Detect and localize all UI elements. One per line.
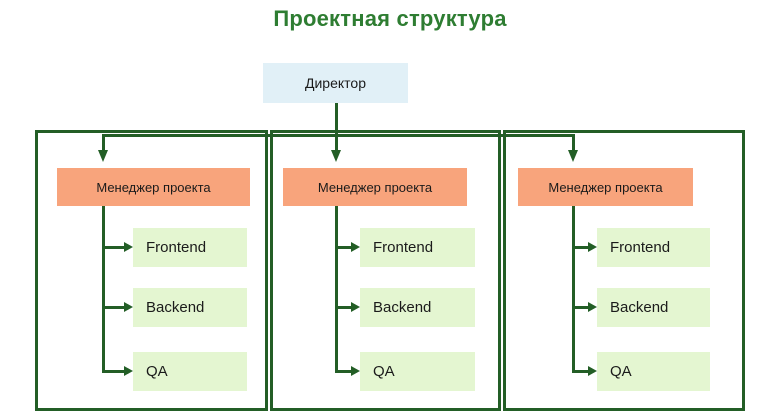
team-box-qa: QA bbox=[597, 352, 710, 391]
manager-label: Менеджер проекта bbox=[317, 179, 433, 195]
project-group-frame-2 bbox=[270, 130, 501, 411]
team-box-frontend: Frontend bbox=[133, 228, 247, 267]
team-box-frontend: Frontend bbox=[360, 228, 475, 267]
connector-line bbox=[334, 246, 352, 249]
manager-label: Менеджер проекта bbox=[96, 179, 211, 195]
director-box: Директор bbox=[263, 63, 408, 103]
arrow-right-icon bbox=[124, 366, 133, 376]
team-box-qa: QA bbox=[360, 352, 475, 391]
manager-box: Менеджер проекта bbox=[57, 168, 250, 206]
arrow-down-icon bbox=[97, 150, 108, 162]
connector-line bbox=[101, 134, 105, 151]
team-box-backend: Backend bbox=[133, 288, 247, 327]
arrow-right-icon bbox=[588, 242, 597, 252]
manager-label: Менеджер проекта bbox=[548, 179, 663, 195]
connector-line bbox=[101, 134, 575, 137]
manager-box: Менеджер проекта bbox=[283, 168, 467, 206]
team-label: QA bbox=[373, 363, 395, 380]
connector-line bbox=[571, 206, 575, 373]
manager-box: Менеджер проекта bbox=[518, 168, 693, 206]
connector-line bbox=[101, 246, 126, 249]
project-group-frame-1 bbox=[35, 130, 268, 411]
team-box-backend: Backend bbox=[597, 288, 710, 327]
connector-line bbox=[334, 370, 352, 373]
arrow-right-icon bbox=[351, 242, 360, 252]
connector-line bbox=[571, 246, 589, 249]
team-label: QA bbox=[146, 363, 168, 380]
arrow-right-icon bbox=[124, 302, 133, 312]
team-label: Backend bbox=[146, 299, 205, 316]
connector-line bbox=[334, 206, 338, 373]
connector-line bbox=[101, 306, 126, 309]
page-title: Проектная структура bbox=[273, 6, 507, 31]
team-box-qa: QA bbox=[133, 352, 247, 391]
team-label: Frontend bbox=[610, 239, 671, 256]
team-box-frontend: Frontend bbox=[597, 228, 710, 267]
arrow-right-icon bbox=[588, 302, 597, 312]
arrow-right-icon bbox=[588, 366, 597, 376]
project-group-frame-3 bbox=[503, 130, 745, 411]
arrow-right-icon bbox=[351, 302, 360, 312]
connector-line bbox=[334, 103, 338, 152]
arrow-down-icon bbox=[567, 150, 578, 162]
team-label: QA bbox=[610, 363, 632, 380]
connector-line bbox=[334, 306, 352, 309]
director-label: Директор bbox=[305, 75, 366, 91]
team-box-backend: Backend bbox=[360, 288, 475, 327]
connector-line bbox=[571, 370, 589, 373]
connector-line bbox=[571, 306, 589, 309]
team-label: Backend bbox=[610, 299, 669, 316]
team-label: Backend bbox=[373, 299, 432, 316]
connector-line bbox=[571, 134, 575, 151]
arrow-down-icon bbox=[330, 150, 341, 162]
arrow-right-icon bbox=[351, 366, 360, 376]
team-label: Frontend bbox=[146, 239, 207, 256]
connector-line bbox=[101, 370, 126, 373]
team-label: Frontend bbox=[373, 239, 434, 256]
connector-line bbox=[101, 206, 105, 373]
arrow-right-icon bbox=[124, 242, 133, 252]
